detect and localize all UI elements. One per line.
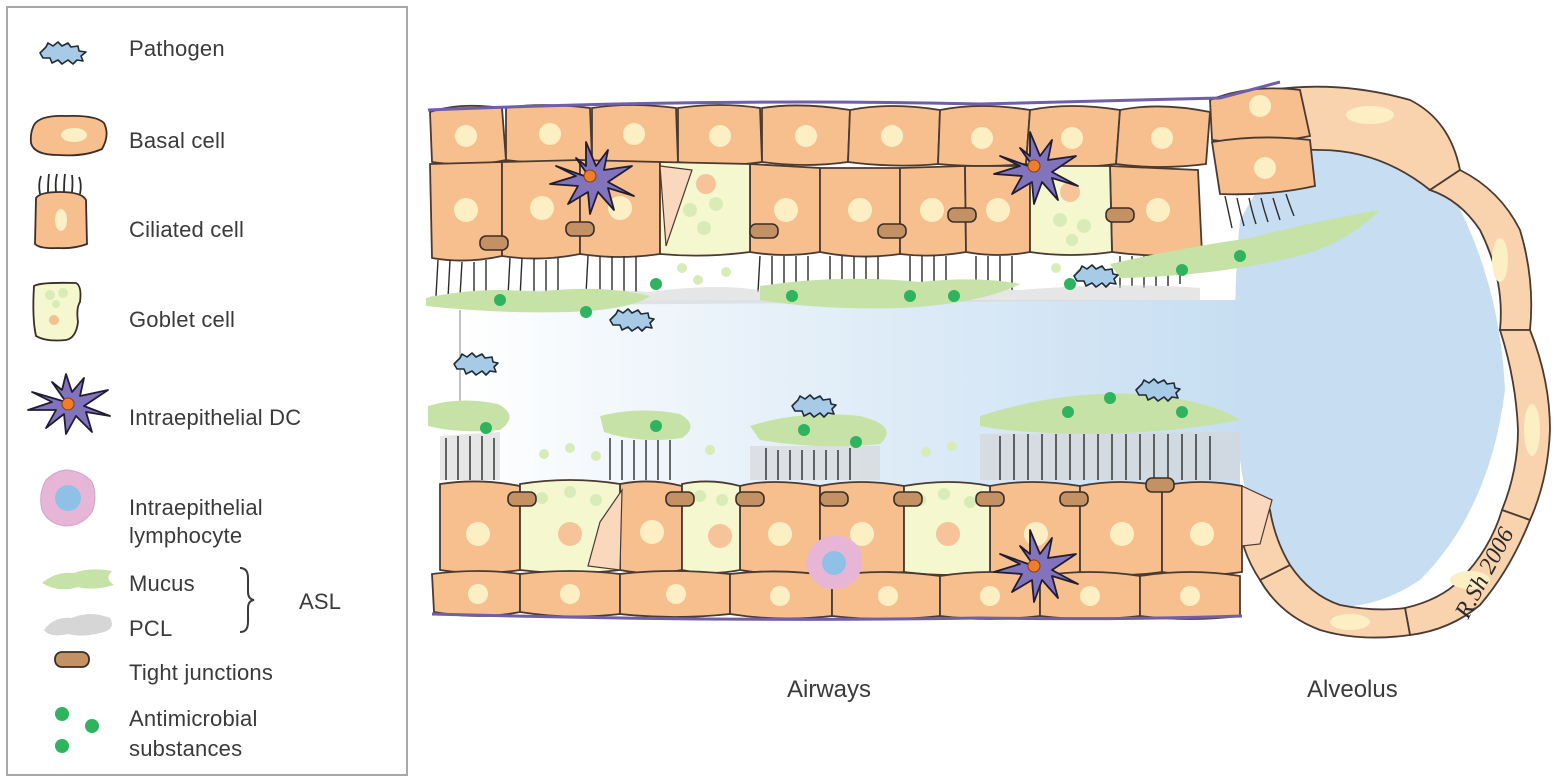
legend-panel: Pathogen Basal cell Ciliated cell Goblet… — [6, 6, 408, 776]
legend-label-ciliated-cell: Ciliated cell — [129, 216, 244, 244]
alveolus-label: Alveolus — [1307, 676, 1398, 704]
legend-label-tight-junctions: Tight junctions — [129, 659, 273, 687]
legend-label-basal-cell: Basal cell — [129, 127, 225, 155]
legend-label-antimicrobial-line2: substances — [129, 735, 242, 763]
pcl-icon — [38, 606, 118, 640]
legend-label-dendritic-cell: Intraepithelial DC — [129, 404, 301, 432]
mucus-icon — [38, 561, 118, 595]
airway-diagram: R.Sh 2006 — [420, 60, 1567, 640]
pathogen-icon — [34, 38, 94, 68]
dendritic-cell-icon — [22, 368, 118, 440]
legend-label-lymphocyte-line1: Intraepithelial — [129, 494, 263, 522]
legend-label-goblet-cell: Goblet cell — [129, 306, 235, 334]
legend-label-asl: ASL — [299, 588, 341, 616]
legend-label-pathogen: Pathogen — [129, 35, 225, 63]
legend-label-pcl: PCL — [129, 615, 172, 643]
legend-label-mucus: Mucus — [129, 570, 195, 598]
basal-cell-icon — [26, 111, 112, 159]
ciliated-cell-icon — [28, 170, 94, 252]
legend-label-antimicrobial-line1: Antimicrobial — [129, 705, 258, 733]
tight-junction-icon — [52, 648, 94, 672]
lymphocyte-icon — [36, 466, 100, 530]
airways-label: Airways — [787, 676, 871, 704]
antimicrobial-icon — [48, 702, 108, 756]
goblet-cell-icon — [26, 278, 90, 346]
asl-brace — [236, 564, 266, 636]
legend-label-lymphocyte-line2: lymphocyte — [129, 522, 242, 550]
